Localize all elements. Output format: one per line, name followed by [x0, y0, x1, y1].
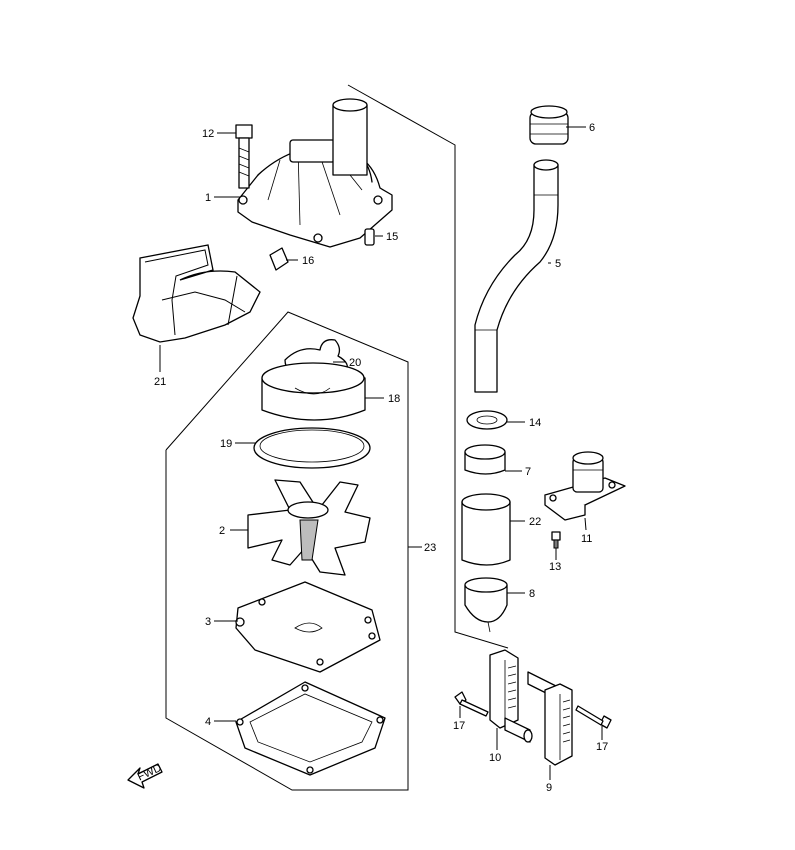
fwd-label: FWD: [136, 762, 164, 783]
callout-17-left[interactable]: 17: [453, 720, 465, 732]
callout-labels: 12 1 15 16 21 20 18 19 2 23 3 4 6 5 14 7…: [154, 122, 608, 794]
holder-part-10[interactable]: [489, 649, 533, 743]
fwd-arrow-icon: FWD: [127, 762, 164, 789]
callout-18[interactable]: 18: [388, 393, 400, 405]
grommet-part-6[interactable]: [529, 105, 569, 145]
callout-5[interactable]: 5: [555, 258, 561, 270]
screw-part-13[interactable]: [551, 531, 561, 549]
callout-21[interactable]: 21: [154, 376, 166, 388]
callout-20[interactable]: 20: [349, 357, 361, 369]
water-tube-part-5[interactable]: [474, 159, 559, 393]
callout-8[interactable]: 8: [529, 588, 535, 600]
bolt-part-12[interactable]: [235, 124, 253, 189]
callout-9[interactable]: 9: [546, 782, 552, 794]
gasket-part-4[interactable]: [235, 681, 386, 776]
callout-6[interactable]: 6: [589, 122, 595, 134]
callout-7[interactable]: 7: [525, 466, 531, 478]
callout-10[interactable]: 10: [489, 752, 501, 764]
callout-17-right[interactable]: 17: [596, 741, 608, 753]
plate-part-3[interactable]: [235, 581, 381, 673]
insert-cover-part-18[interactable]: [261, 362, 366, 421]
group-outline: [165, 84, 509, 791]
callout-11[interactable]: 11: [581, 533, 592, 545]
callout-14[interactable]: 14: [529, 417, 541, 429]
impeller-part-2[interactable]: [247, 479, 371, 576]
callout-23[interactable]: 23: [424, 542, 436, 554]
screw-part-17-right[interactable]: [575, 705, 612, 729]
spacer-part-22[interactable]: [461, 493, 511, 566]
o-ring-part-19[interactable]: [253, 427, 371, 469]
callout-3[interactable]: 3: [205, 616, 211, 628]
callout-15[interactable]: 15: [386, 231, 398, 243]
callout-13[interactable]: 13: [549, 561, 561, 573]
dowel-pin-part-15[interactable]: [364, 228, 375, 246]
strainer-part-21[interactable]: [132, 244, 261, 343]
leader-lines: [159, 126, 603, 780]
seal-part-8[interactable]: [464, 577, 508, 633]
bushing-part-7[interactable]: [464, 444, 506, 475]
key-part-16[interactable]: [269, 247, 289, 271]
callout-19[interactable]: 19: [220, 438, 232, 450]
callout-22[interactable]: 22: [529, 516, 541, 528]
pump-case-part-1[interactable]: [237, 98, 393, 248]
callout-4[interactable]: 4: [205, 716, 211, 728]
callout-16[interactable]: 16: [302, 255, 314, 267]
callout-1[interactable]: 1: [205, 192, 211, 204]
screw-part-17-left[interactable]: [454, 691, 489, 717]
callout-12[interactable]: 12: [202, 128, 214, 140]
holder-part-9[interactable]: [527, 671, 573, 766]
bracket-part-11[interactable]: [544, 451, 626, 521]
callout-2[interactable]: 2: [219, 525, 225, 537]
washer-part-14[interactable]: [466, 410, 508, 430]
